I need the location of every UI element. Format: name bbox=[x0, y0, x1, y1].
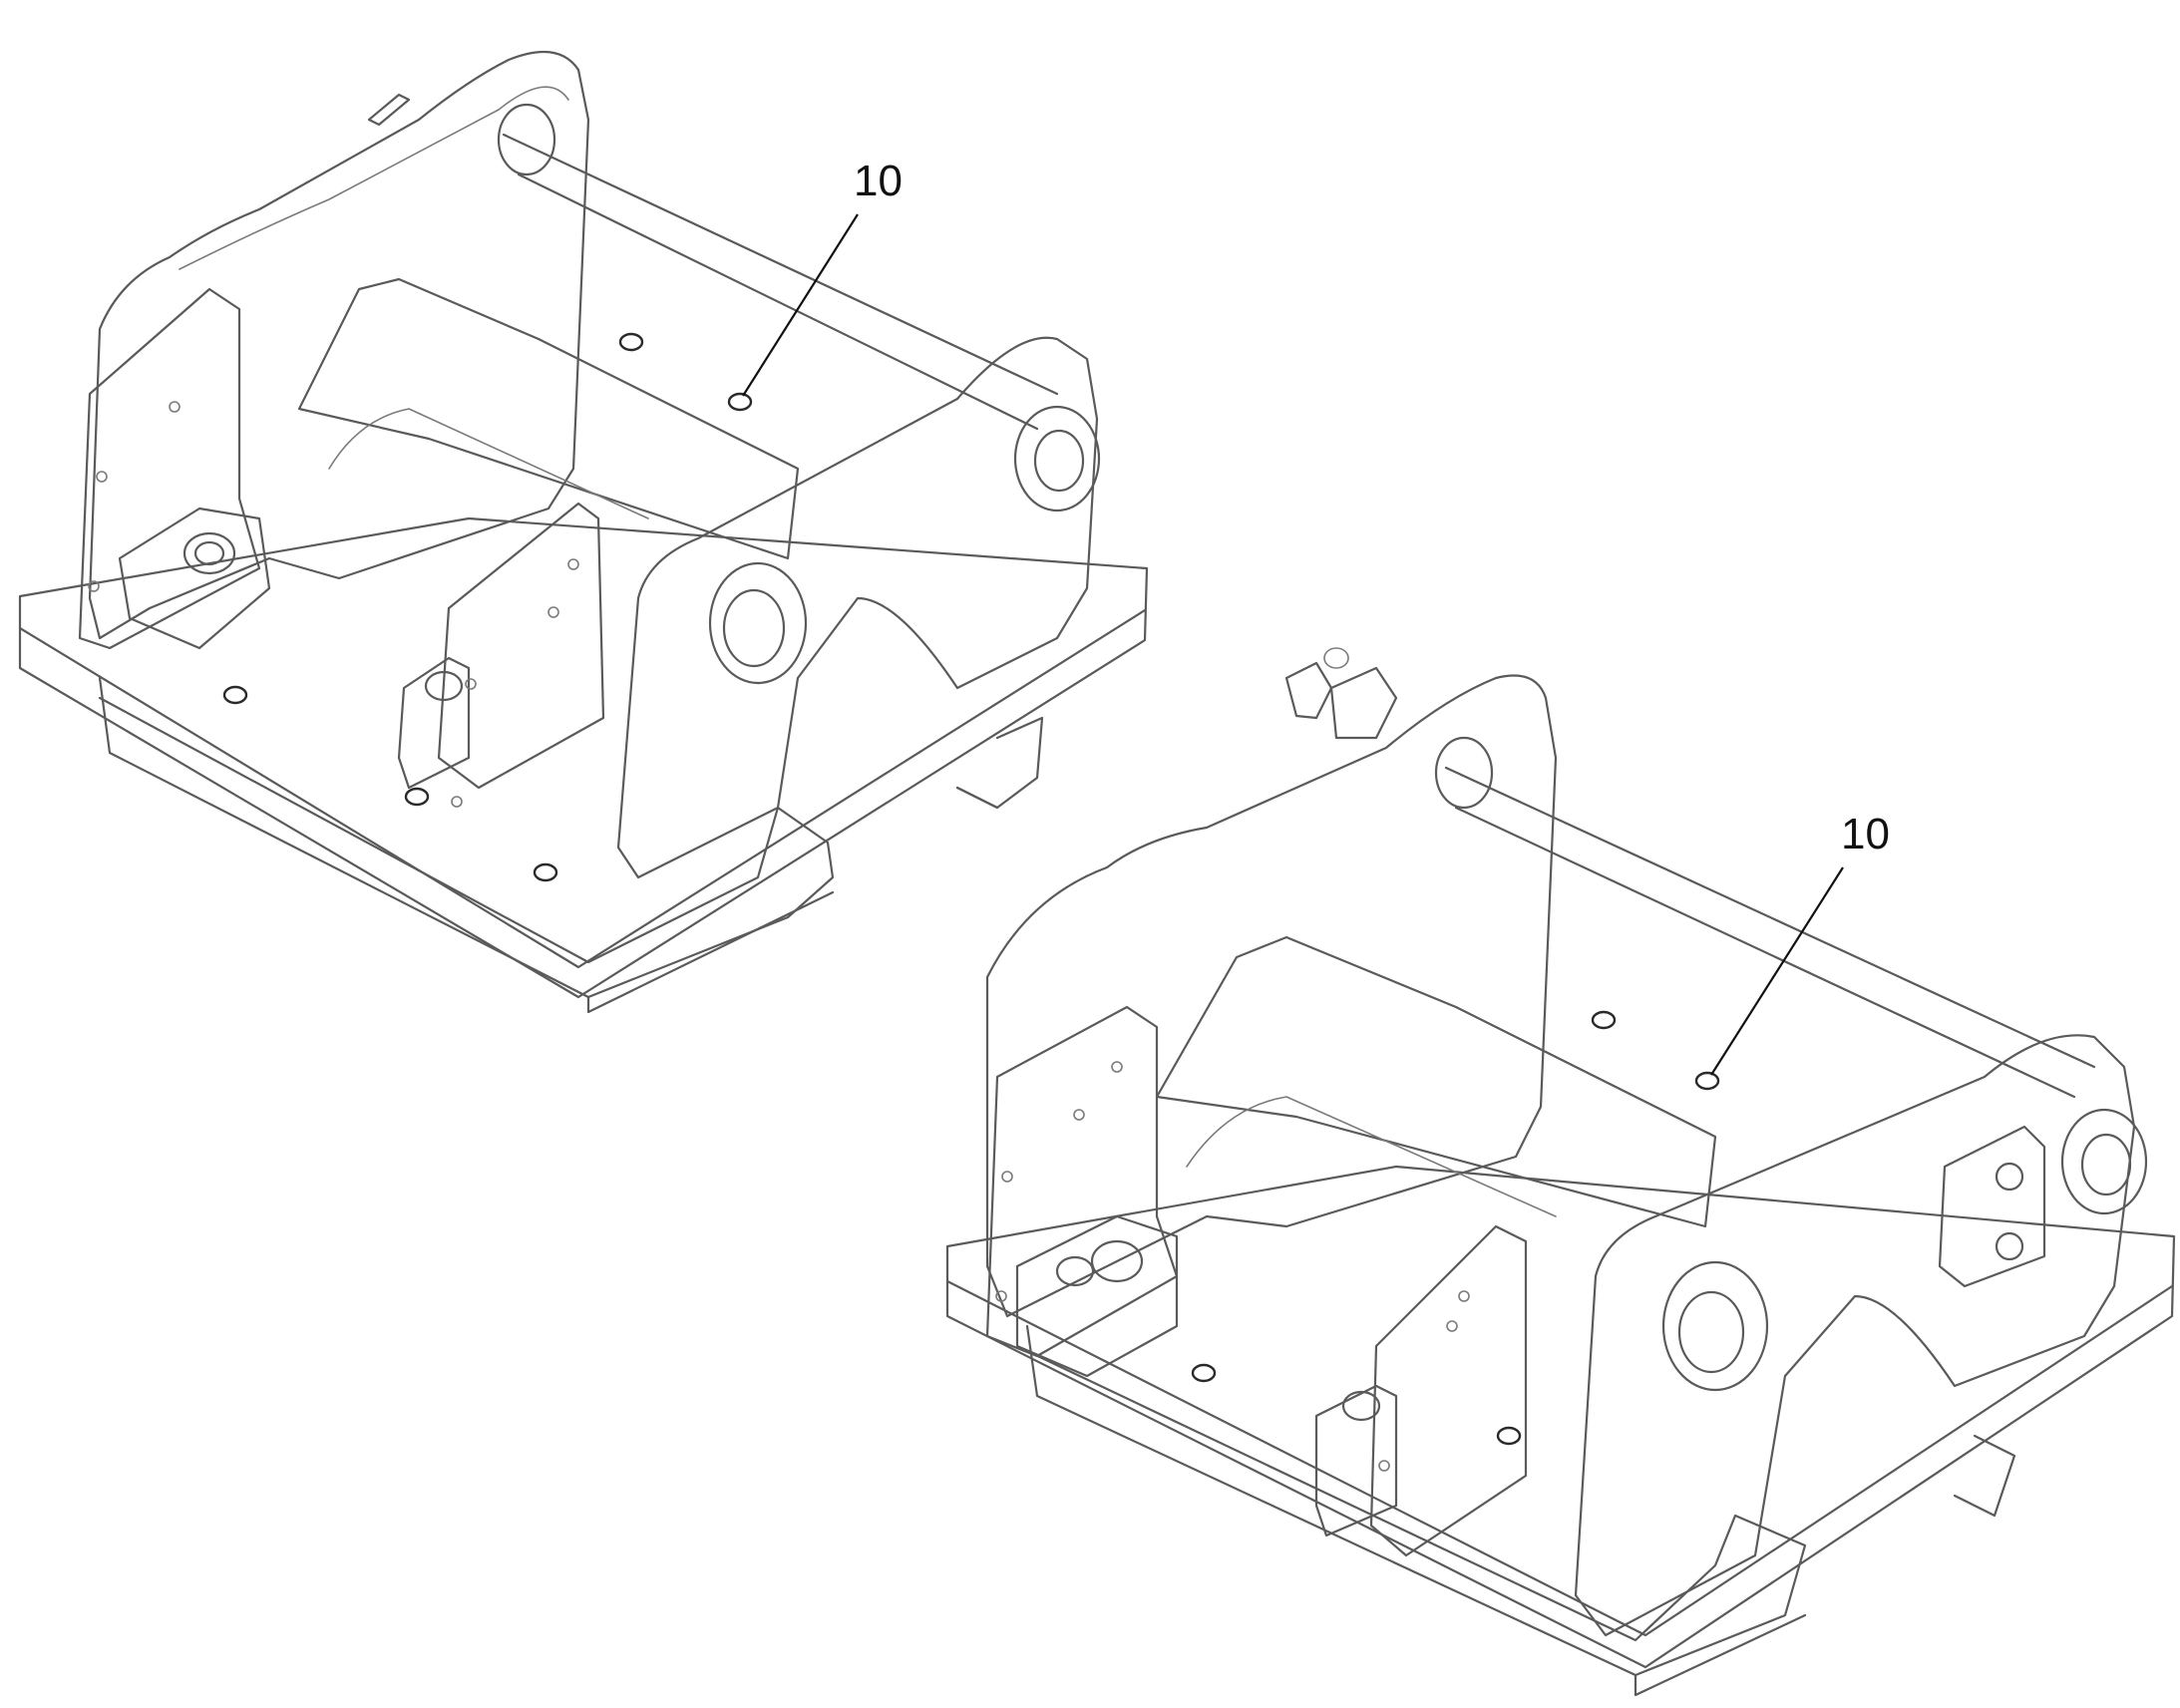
coupler-bottom-right bbox=[945, 647, 2176, 1697]
coupler-top-left bbox=[18, 50, 1149, 1014]
leader-line-bottom bbox=[1710, 866, 1844, 1076]
leader-line-top bbox=[742, 213, 859, 397]
callout-label-bottom: 10 bbox=[1841, 810, 1890, 858]
callout-label-top: 10 bbox=[854, 157, 903, 205]
